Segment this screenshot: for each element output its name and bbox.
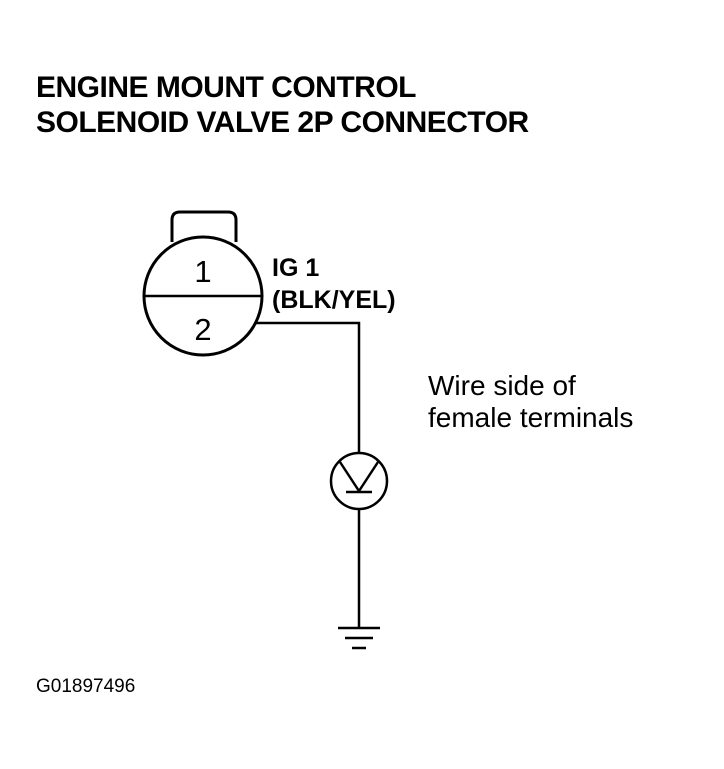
view-note-line-2: female terminals — [428, 402, 634, 433]
title-line-1: ENGINE MOUNT CONTROL — [36, 71, 416, 104]
wire-color-label: (BLK/YEL) — [272, 286, 396, 314]
view-note: Wire side of female terminals — [428, 370, 633, 434]
test-lead-positive — [256, 321, 361, 454]
diagram-title: ENGINE MOUNT CONTROL SOLENOID VALVE 2P C… — [36, 70, 529, 140]
figure-code: G01897496 — [36, 676, 136, 697]
voltmeter-icon — [329, 451, 389, 511]
pin-1-label: 1 — [194, 254, 211, 289]
pin-2-label: 2 — [194, 312, 211, 347]
title-line-2: SOLENOID VALVE 2P CONNECTOR — [36, 106, 529, 139]
signal-label: IG 1 — [272, 254, 319, 282]
view-note-line-1: Wire side of — [428, 370, 576, 401]
ground-icon — [338, 626, 380, 650]
connector-lock-tab — [170, 210, 238, 242]
